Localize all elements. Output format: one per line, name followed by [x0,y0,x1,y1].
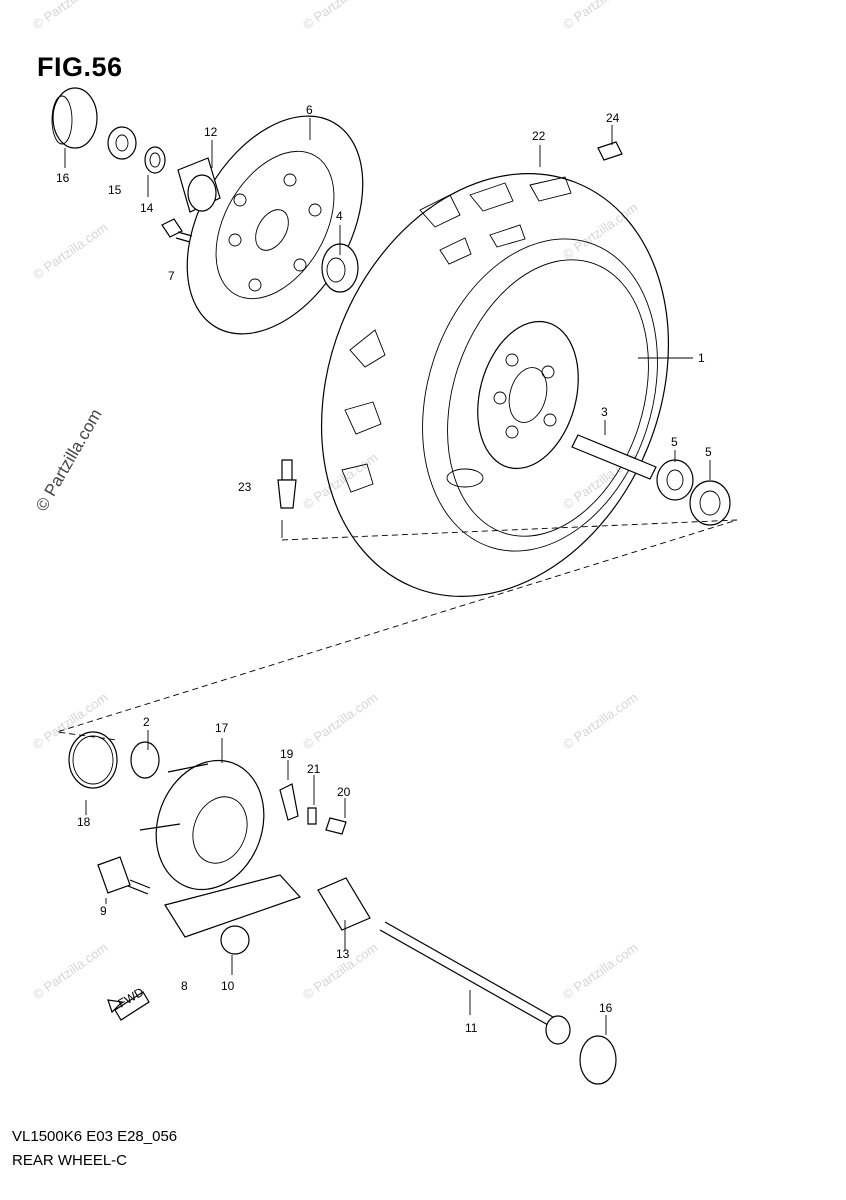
washer-14 [144,146,166,174]
lock-washer-19 [279,783,299,821]
part-label: 11 [465,1021,478,1035]
leader-lines [64,118,711,1035]
part-label: 21 [307,762,321,776]
diagram-code: VL1500K6 E03 E28_056 [12,1128,178,1145]
part-label: 18 [77,815,91,829]
part-label: 8 [181,979,188,993]
oil-seal-5 [689,480,731,526]
axle-spacer-3 [571,434,657,480]
part-label: 20 [337,785,351,799]
bolt-20 [325,817,347,835]
part-label: 15 [108,183,122,197]
part-label: 17 [215,721,229,735]
part-label: 22 [532,129,546,143]
part-label: 5 [671,435,678,449]
bearing-5 [656,459,694,501]
valve-23 [277,459,297,509]
part-label: 6 [306,103,313,117]
spacer-13 [317,877,371,931]
part-label: 13 [336,947,350,961]
torque-arm-8 [164,874,302,938]
bolt-7 [161,218,193,243]
cap-16 [579,1035,617,1085]
sprocket-mounting-drum-17 [139,759,265,891]
forward-arrow: FWD [107,985,150,1021]
part-label: 24 [606,111,620,125]
screw-21 [307,807,317,825]
brake-disc [186,115,364,335]
bearing-15 [107,126,137,160]
figure-title: FIG.56 [37,52,123,82]
diagram-name: REAR WHEEL-C [12,1152,128,1169]
nut-10 [220,925,250,955]
stud-bolt-9 [97,856,151,895]
part-label: 10 [221,979,235,993]
part-label: 2 [143,715,150,729]
spacer-2 [130,741,160,779]
bearing-4 [321,243,359,293]
part-label: 14 [140,201,154,215]
spacer-12 [177,157,221,213]
part-label: 12 [204,125,218,139]
part-label: 1 [698,351,705,365]
dust-cap-16 [51,87,98,149]
part-label: 7 [168,269,175,283]
part-label: 16 [599,1001,613,1015]
clip-24 [597,141,623,161]
part-label: 23 [238,480,252,494]
part-label: 3 [601,405,608,419]
part-label: 19 [280,747,294,761]
part-label: 16 [56,171,70,185]
part-label: 4 [336,209,343,223]
o-ring-18 [68,731,118,789]
rear-wheel-rim [446,320,579,488]
part-labels: 1 2 3 4 5 5 6 7 8 9 10 11 12 13 14 15 16… [56,103,712,1035]
rear-tire [320,173,670,597]
part-label: 9 [100,904,107,918]
part-label: 5 [705,445,712,459]
axle-11 [379,921,571,1045]
